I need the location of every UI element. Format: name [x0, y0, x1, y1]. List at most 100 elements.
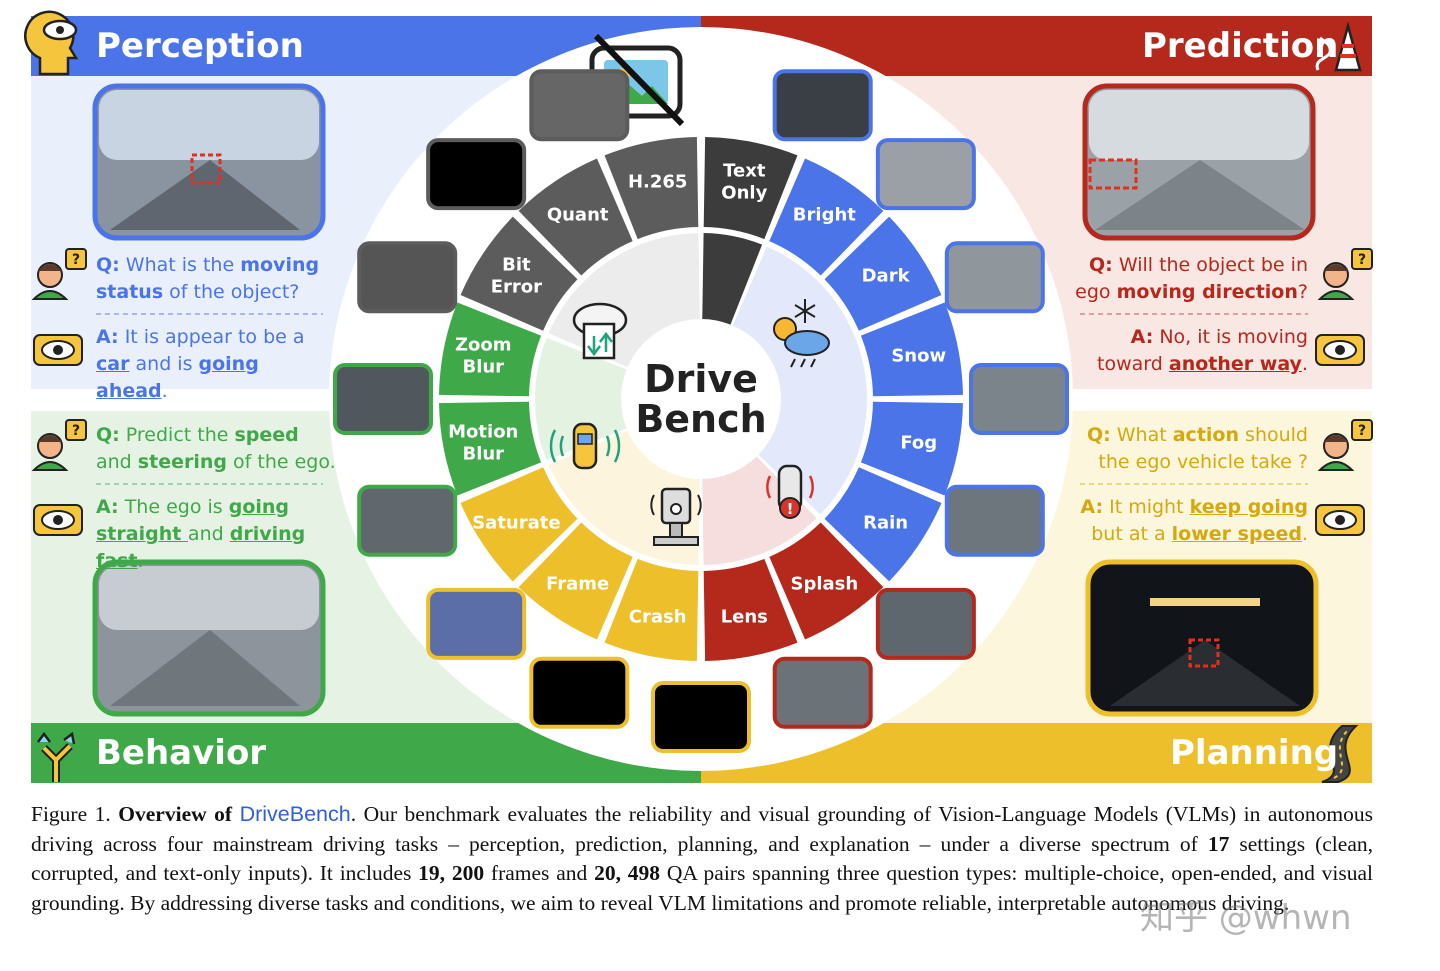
thumbnail-splash: [875, 587, 976, 660]
thumbnail-saturate: [426, 587, 527, 660]
hub-title-line1: Drive: [644, 357, 758, 401]
thumbnail-snow: [944, 241, 1045, 314]
svg-text:?: ?: [72, 252, 80, 268]
eye-answer-icon: [33, 504, 83, 536]
segment-quant: [518, 158, 633, 276]
planning-example-image: [1085, 559, 1319, 717]
inner-text-only: [702, 233, 763, 325]
segment-label: Dark: [862, 266, 911, 287]
behavior-question: Q: Predict the speed and steering of the…: [96, 424, 336, 473]
winding-road-icon: [1321, 725, 1359, 783]
qa-icons: ????: [31, 248, 1373, 536]
segment-label: Snow: [891, 346, 946, 367]
head-eye-icon: [24, 10, 79, 76]
svg-text:!: !: [787, 500, 794, 518]
segment-label: Bright: [793, 204, 856, 225]
segment-label: Error: [491, 277, 542, 298]
hub-circle: [623, 321, 779, 477]
behavior-answer: A: The ego is going straight and driving…: [96, 496, 306, 572]
segment-label: Text: [723, 160, 766, 181]
setting-segments: TextOnlyBrightDarkSnowFogRainSplashLensC…: [439, 137, 963, 661]
planning-question: Q: What action should the ego vehicle ta…: [1086, 424, 1308, 473]
segment-snow: [860, 302, 963, 397]
thumbnail-frame: [529, 656, 630, 729]
eye-answer-icon: [33, 334, 83, 366]
corruption-thumbnails: [333, 69, 1069, 753]
segment-dark: [824, 216, 942, 331]
prediction-example-image: [1082, 83, 1316, 241]
thumbnail-quant: [426, 138, 527, 211]
watermark: 知乎 @whwn: [1140, 898, 1352, 938]
person-question-icon: ?: [31, 248, 87, 300]
person-question-icon: ?: [1317, 248, 1373, 300]
segment-fog: [860, 401, 963, 496]
cone-arrow-icon: [1315, 21, 1362, 72]
segment-label: Bit: [502, 255, 531, 276]
inner-crash: [702, 456, 817, 565]
overview-figure: TextOnlyBrightDarkSnowFogRainSplashLensC…: [24, 10, 1373, 783]
caption-brand: DriveBench: [239, 802, 351, 826]
segment-rain: [824, 467, 942, 582]
thumbnail-crash: [651, 681, 751, 753]
eye-answer-icon: [1315, 334, 1365, 366]
perception-question: Q: What is the moving status of the obje…: [96, 254, 320, 303]
segment-saturate: [460, 467, 578, 582]
thumbnail-bright: [772, 69, 873, 142]
segment-bright: [769, 158, 884, 276]
inner-weather: [732, 246, 867, 515]
thumbnail-fog: [969, 363, 1069, 435]
segment-label: Blur: [462, 443, 504, 464]
segment-motion-blur: [439, 401, 542, 496]
weather-icon: [773, 299, 830, 368]
segment-lens: [703, 558, 798, 661]
caption-figure-number: Figure 1.: [31, 802, 119, 826]
segment-label: Quant: [547, 204, 609, 225]
thumbnail-motion-blur: [357, 484, 458, 557]
thumbnail-lens: [772, 656, 873, 729]
svg-text:?: ?: [72, 423, 80, 439]
segment-label: Lens: [721, 607, 768, 628]
segment-crash: [604, 558, 699, 661]
thumbnail-zoom-blur: [333, 363, 433, 435]
directions-arrows-icon: [37, 731, 76, 782]
segment-label: H.265: [628, 171, 687, 192]
camera-sensor-icon: [650, 487, 702, 546]
segment-text-only: [703, 137, 798, 240]
planning-answer: A: It might keep going but at a lower sp…: [1080, 496, 1308, 545]
segment-label: Saturate: [472, 512, 560, 533]
car-sensor-icon: [549, 422, 621, 470]
svg-text:?: ?: [1358, 252, 1366, 268]
segment-splash: [769, 522, 884, 640]
segment-label: Zoom: [455, 335, 512, 356]
caption-bold-lead: Overview of: [118, 802, 240, 826]
cloud-document-icon: [572, 302, 628, 360]
planning-banner-title: Planning: [1170, 733, 1339, 773]
prediction-banner-title: Prediction: [1142, 26, 1339, 66]
perception-example-image: [92, 83, 326, 241]
behavior-banner-title: Behavior: [96, 733, 267, 773]
person-question-icon: ?: [31, 419, 87, 471]
inner-motion: [534, 337, 627, 461]
figure-caption: Figure 1. Overview of DriveBench. Our be…: [31, 802, 1374, 915]
segment-label: Rain: [863, 512, 908, 533]
crash-alert-icon: !: [766, 464, 814, 519]
segment-label: Crash: [629, 607, 687, 628]
segment-label: Splash: [790, 574, 858, 595]
prediction-answer: A: No, it is moving toward another way.: [1097, 326, 1308, 375]
hub-title-line2: Bench: [635, 397, 766, 441]
segment-zoom-blur: [439, 302, 542, 397]
eye-answer-icon: [1315, 504, 1365, 536]
thumbnail-h265: [529, 69, 630, 142]
behavior-example-image: [92, 559, 326, 717]
thumbnail-bit-error: [357, 241, 458, 314]
segment-label: Blur: [462, 357, 504, 378]
thumbnail-dark: [875, 138, 976, 211]
svg-text:?: ?: [1358, 423, 1366, 439]
segment-h265: [604, 137, 699, 240]
thumbnail-rain: [944, 484, 1045, 557]
segment-label: Motion: [448, 421, 518, 442]
segment-frame: [518, 522, 633, 640]
segment-label: Fog: [900, 432, 937, 453]
segment-bit-error: [460, 216, 578, 331]
person-question-icon: ?: [1317, 419, 1373, 471]
